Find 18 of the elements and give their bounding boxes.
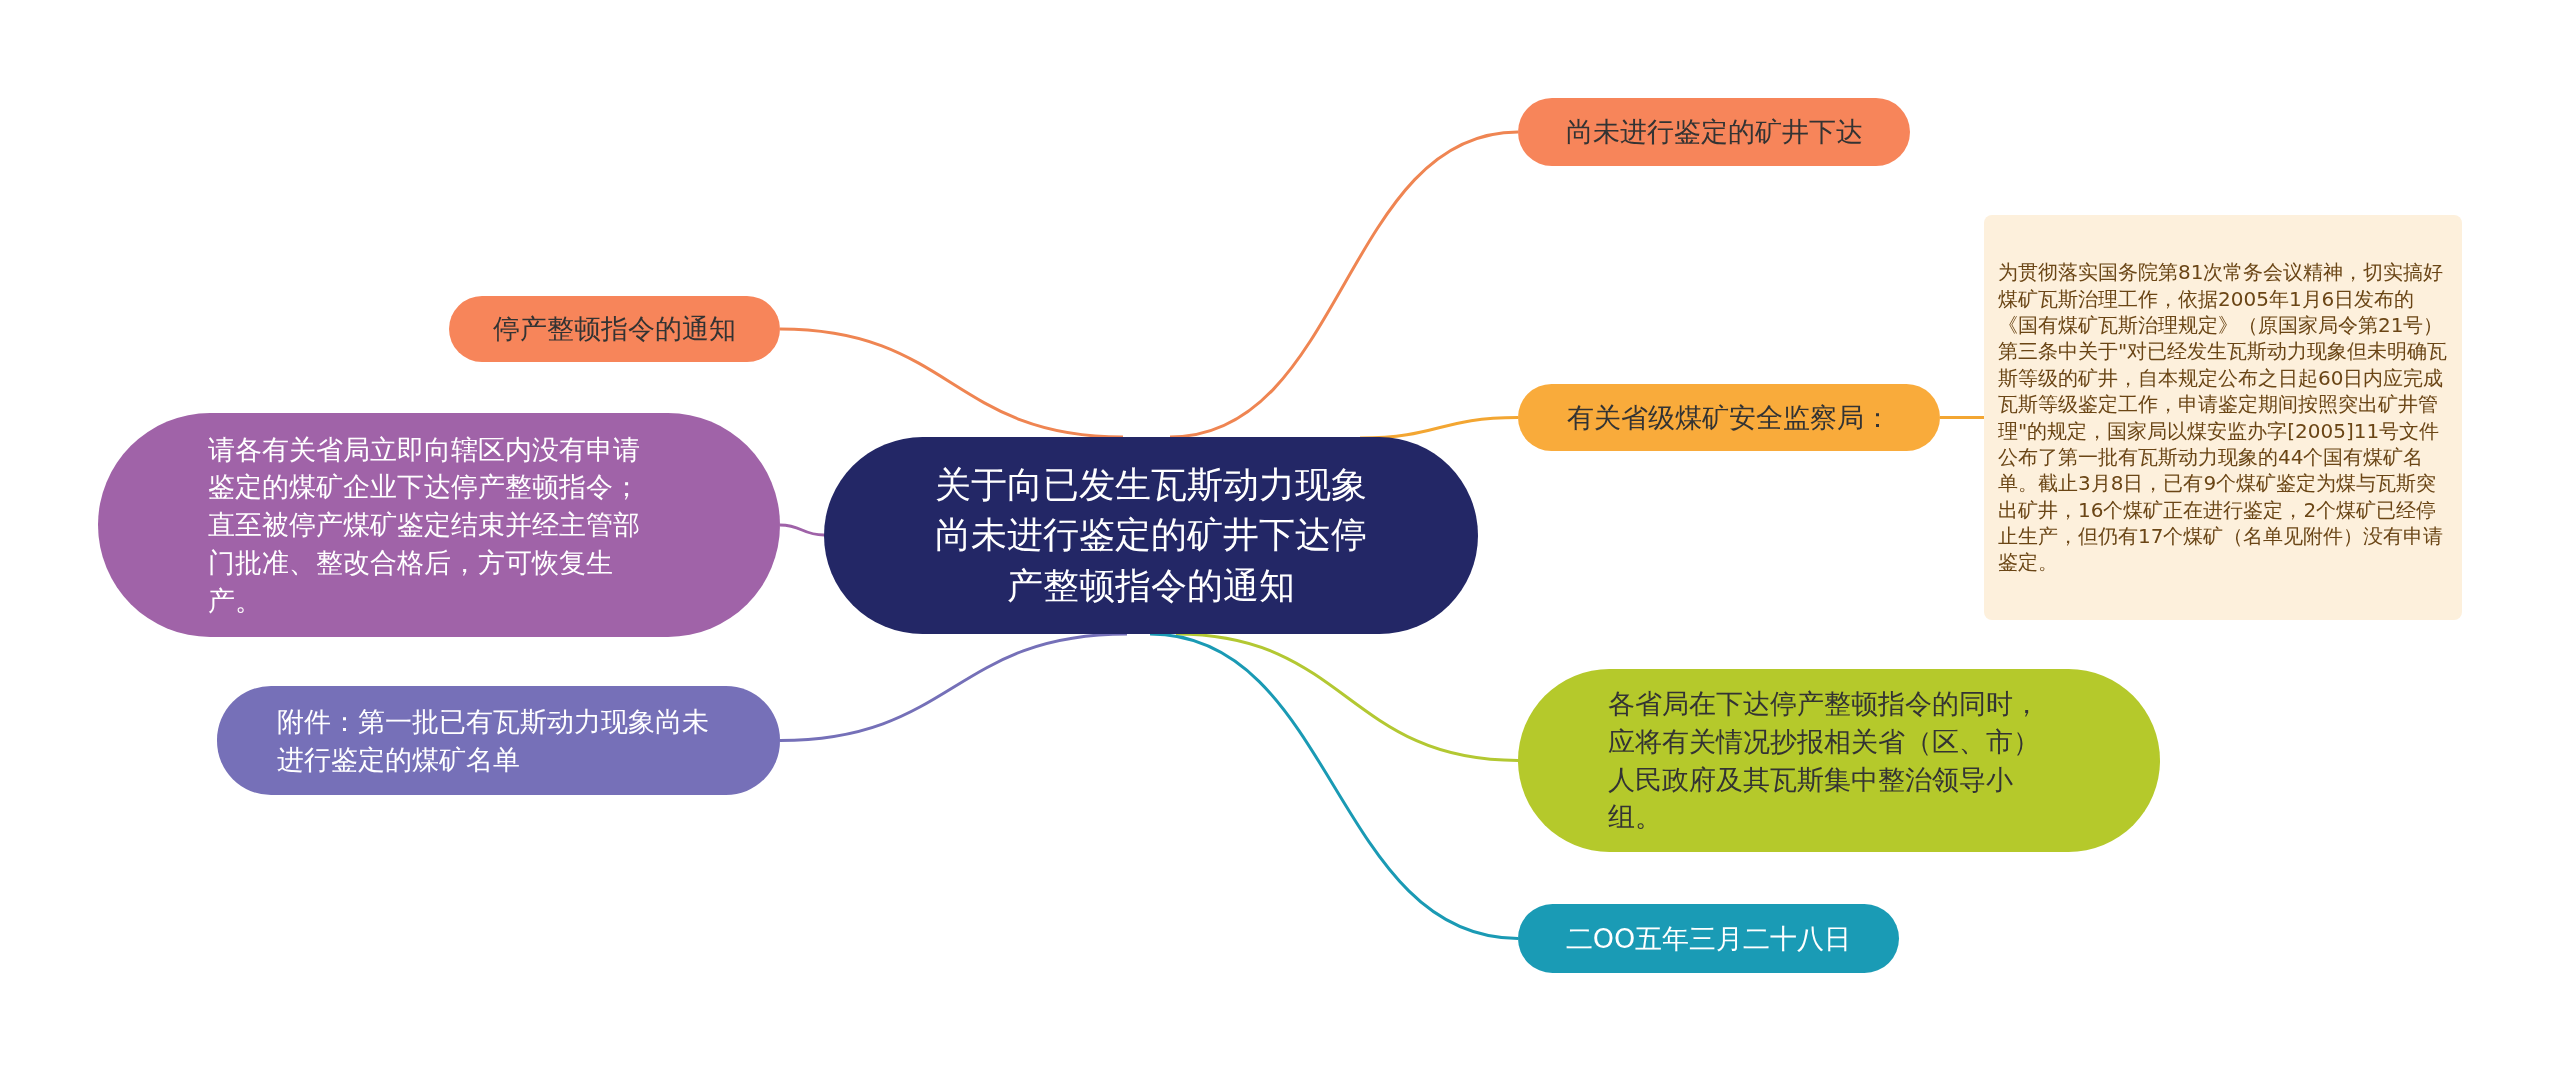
note-card bbox=[1984, 215, 2462, 620]
connector-line bbox=[1169, 130, 1519, 439]
connector-line bbox=[779, 523, 825, 537]
connector-line bbox=[779, 632, 1128, 742]
connector-line bbox=[1149, 632, 1519, 940]
topic-text: 附件：第一批已有瓦斯动力现象尚未进行鉴定的煤矿名单 bbox=[277, 704, 710, 777]
central-topic-text: 关于向已发生瓦斯动力现象尚未进行鉴定的矿井下达停产整顿指令的通知 bbox=[934, 462, 1368, 608]
connector-line bbox=[1940, 416, 1984, 419]
connector-line bbox=[1359, 416, 1519, 440]
connector-line bbox=[1175, 632, 1519, 762]
connector-line bbox=[779, 327, 1124, 439]
topic-text: 请各有关省局立即向辖区内没有申请鉴定的煤矿企业下达停产整顿指令；直至被停产煤矿鉴定结束并经主管部门批准、整改合格后，方可恢复生产。 bbox=[208, 432, 641, 618]
topic-text: 各省局在下达停产整顿指令的同时，应将有关情况抄报相关省（区、市）人民政府及其瓦斯集中整治领导小组。 bbox=[1608, 686, 2041, 835]
note-text: 为贯彻落实国务院第81次常务会议精神，切实搞好煤矿瓦斯治理工作，依据2005年1月6日发布的《国有煤矿瓦斯治理规定》（原国家局令第21号）第三条中关于"对已经发生瓦斯动力现象但未明确瓦斯等级的矿井，自本规定公布之日起60日内应完成瓦斯等级鉴定工作，申请鉴定期间按照突出矿井管理"的规定，国家局以煤安监办字[2005]11号文件公布了第一批有瓦斯动力现象的44个国有煤矿名单。截止3月8日，已有9个煤矿鉴定为煤与瓦斯突出矿井，16个煤矿正在进行鉴定，2个煤矿已经停止生产，但仍有17个煤矿（名单见附件）没有申请鉴定。 bbox=[1998, 259, 2448, 576]
topic-text: 尚未进行鉴定的矿井下达 bbox=[1565, 115, 1863, 150]
topic-text: 有关省级煤矿安全监察局： bbox=[1567, 400, 1891, 435]
topic-text: 二OO五年三月二十八日 bbox=[1565, 921, 1852, 956]
topic-text: 停产整顿指令的通知 bbox=[493, 312, 736, 347]
